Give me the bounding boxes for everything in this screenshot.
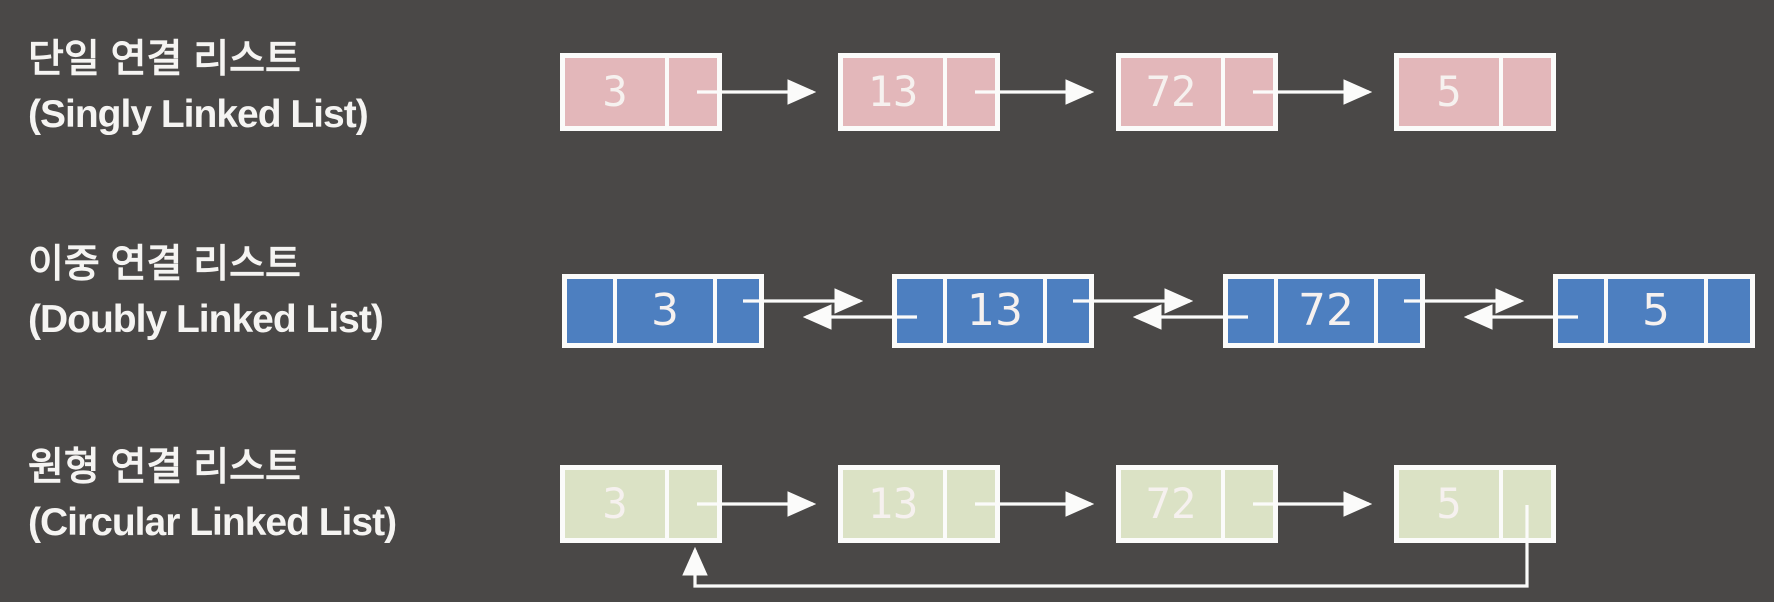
next-pointer-cell (669, 470, 717, 538)
data-cell: 3 (617, 279, 713, 343)
doubly-node-2: 13 (892, 274, 1094, 348)
node-value: 72 (1145, 66, 1197, 116)
node-value: 5 (1436, 478, 1462, 528)
singly-node-3: 72 (1116, 53, 1278, 131)
doubly-node-3: 72 (1223, 274, 1425, 348)
data-cell: 5 (1608, 279, 1704, 343)
prev-pointer-cell (897, 279, 943, 343)
doubly-node-4: 5 (1553, 274, 1755, 348)
data-cell: 13 (843, 470, 943, 538)
row-label-circular-english: (Circular Linked List) (28, 501, 397, 544)
row-label-doubly-english: (Doubly Linked List) (28, 298, 384, 341)
next-pointer-cell (1503, 470, 1551, 538)
singly-node-1: 3 (560, 53, 722, 131)
node-value: 3 (602, 66, 628, 116)
next-pointer-cell (947, 470, 995, 538)
data-cell: 5 (1399, 58, 1499, 126)
next-pointer-cell (1225, 470, 1273, 538)
node-value: 5 (1642, 284, 1670, 336)
singly-node-4: 5 (1394, 53, 1556, 131)
row-label-circular-korean: 원형 연결 리스트 (28, 446, 301, 489)
row-label-doubly-korean: 이중 연결 리스트 (28, 243, 301, 286)
node-value: 13 (867, 66, 919, 116)
circular-node-4: 5 (1394, 465, 1556, 543)
row-label-singly: 단일 연결 리스트 (Singly Linked List) (28, 32, 369, 142)
node-value: 5 (1436, 66, 1462, 116)
node-value: 13 (867, 478, 919, 528)
data-cell: 3 (565, 58, 665, 126)
prev-pointer-cell (1558, 279, 1604, 343)
row-label-doubly: 이중 연결 리스트 (Doubly Linked List) (28, 237, 384, 347)
data-cell: 3 (565, 470, 665, 538)
data-cell: 72 (1121, 470, 1221, 538)
next-pointer-cell (1503, 58, 1551, 126)
next-pointer-cell (717, 279, 759, 343)
data-cell: 13 (843, 58, 943, 126)
node-value: 3 (602, 478, 628, 528)
next-pointer-cell (1378, 279, 1420, 343)
data-cell: 72 (1278, 279, 1374, 343)
next-pointer-cell (1225, 58, 1273, 126)
row-label-singly-english: (Singly Linked List) (28, 93, 369, 136)
circular-node-2: 13 (838, 465, 1000, 543)
data-cell: 72 (1121, 58, 1221, 126)
circular-node-1: 3 (560, 465, 722, 543)
prev-pointer-cell (1228, 279, 1274, 343)
data-cell: 5 (1399, 470, 1499, 538)
node-value: 72 (1298, 284, 1354, 336)
row-label-circular: 원형 연결 리스트 (Circular Linked List) (28, 440, 397, 550)
next-pointer-cell (1708, 279, 1750, 343)
doubly-node-1: 3 (562, 274, 764, 348)
next-pointer-cell (947, 58, 995, 126)
node-value: 13 (967, 284, 1023, 336)
next-pointer-cell (1047, 279, 1089, 343)
row-label-singly-korean: 단일 연결 리스트 (28, 38, 301, 81)
next-pointer-cell (669, 58, 717, 126)
singly-node-2: 13 (838, 53, 1000, 131)
data-cell: 13 (947, 279, 1043, 343)
circular-node-3: 72 (1116, 465, 1278, 543)
node-value: 3 (651, 284, 679, 336)
prev-pointer-cell (567, 279, 613, 343)
node-value: 72 (1145, 478, 1197, 528)
